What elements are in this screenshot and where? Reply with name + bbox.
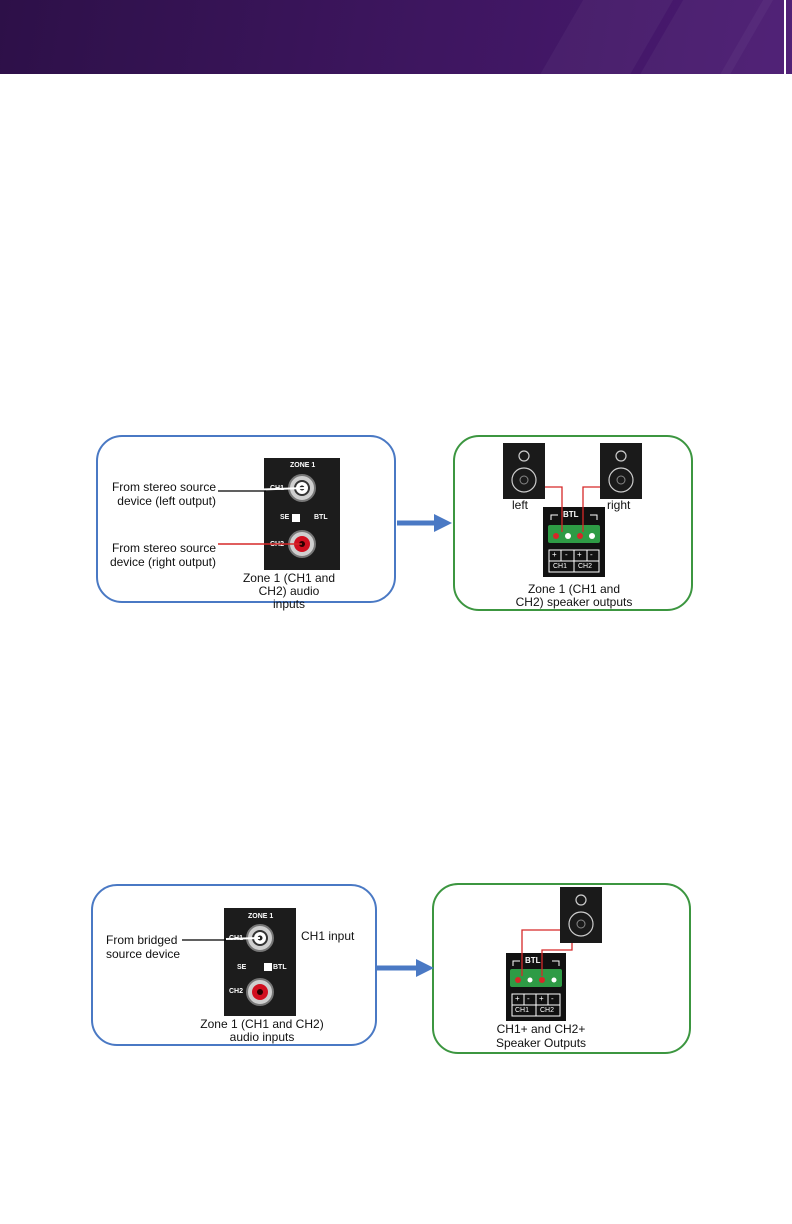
d2-ch1-input-label: CH1 input	[301, 929, 355, 943]
d2-term-plus-1: +	[515, 994, 520, 1003]
d1-input-caption: Zone 1 (CH1 and CH2) audio inputs	[242, 571, 336, 611]
d2-term-ch2: CH2	[540, 1007, 555, 1014]
bridged-speaker-wire-minus	[541, 943, 573, 976]
d2-source-label: From bridged source device	[106, 933, 181, 961]
d2-zone-label: ZONE 1	[248, 913, 274, 920]
speaker-icon	[560, 887, 602, 943]
d1-source-right-label: From stereo source device (right output)	[109, 541, 216, 569]
speaker-terminal-block	[506, 953, 566, 1021]
right-speaker-icon	[600, 443, 642, 499]
flow-arrow-head	[416, 959, 434, 977]
d2-btl-label: BTL	[273, 964, 287, 971]
d2-term-minus-1: -	[527, 994, 530, 1003]
d1-term-minus-1: -	[565, 550, 568, 559]
se-btl-switch	[264, 963, 272, 971]
d1-zone-label: ZONE 1	[290, 462, 316, 469]
header-band	[0, 0, 792, 74]
left-speaker-wire	[545, 486, 563, 532]
d1-term-plus-1: +	[552, 550, 557, 559]
speaker-terminal-block	[543, 507, 605, 577]
d2-term-plus-2: +	[539, 994, 544, 1003]
d1-term-btl: BTL	[563, 510, 579, 519]
right-speaker-wire	[582, 486, 600, 532]
d1-term-ch2: CH2	[578, 563, 593, 570]
header-tick-mark	[784, 0, 786, 74]
d2-term-btl: BTL	[525, 956, 541, 965]
d1-term-minus-2: -	[590, 550, 593, 559]
diagram1-input-panel	[96, 435, 396, 603]
diagram2-jack-panel	[224, 908, 296, 1016]
d1-term-plus-2: +	[577, 550, 582, 559]
d1-output-caption: Zone 1 (CH1 and CH2) speaker outputs	[515, 582, 633, 609]
d2-input-caption: Zone 1 (CH1 and CH2) audio inputs	[200, 1017, 324, 1044]
d1-right-speaker-label: right	[607, 498, 631, 512]
d1-term-ch1: CH1	[553, 563, 568, 570]
d1-btl-label: BTL	[314, 514, 328, 521]
d1-source-left-label: From stereo source device (left output)	[111, 480, 216, 508]
d2-ch2-label: CH2	[229, 988, 244, 995]
d2-se-label: SE	[237, 964, 247, 971]
d2-output-caption: CH1+ and CH2+ Speaker Outputs	[495, 1022, 587, 1050]
bridged-speaker-wire-plus	[521, 929, 560, 976]
flow-arrow-head	[434, 514, 452, 532]
d2-term-ch1: CH1	[515, 1007, 530, 1014]
diagram1-jack-panel	[264, 458, 340, 570]
left-speaker-icon	[503, 443, 545, 499]
d2-term-minus-2: -	[551, 994, 554, 1003]
d1-se-label: SE	[280, 514, 290, 521]
se-btl-switch	[292, 514, 300, 522]
d1-left-speaker-label: left	[512, 498, 529, 512]
